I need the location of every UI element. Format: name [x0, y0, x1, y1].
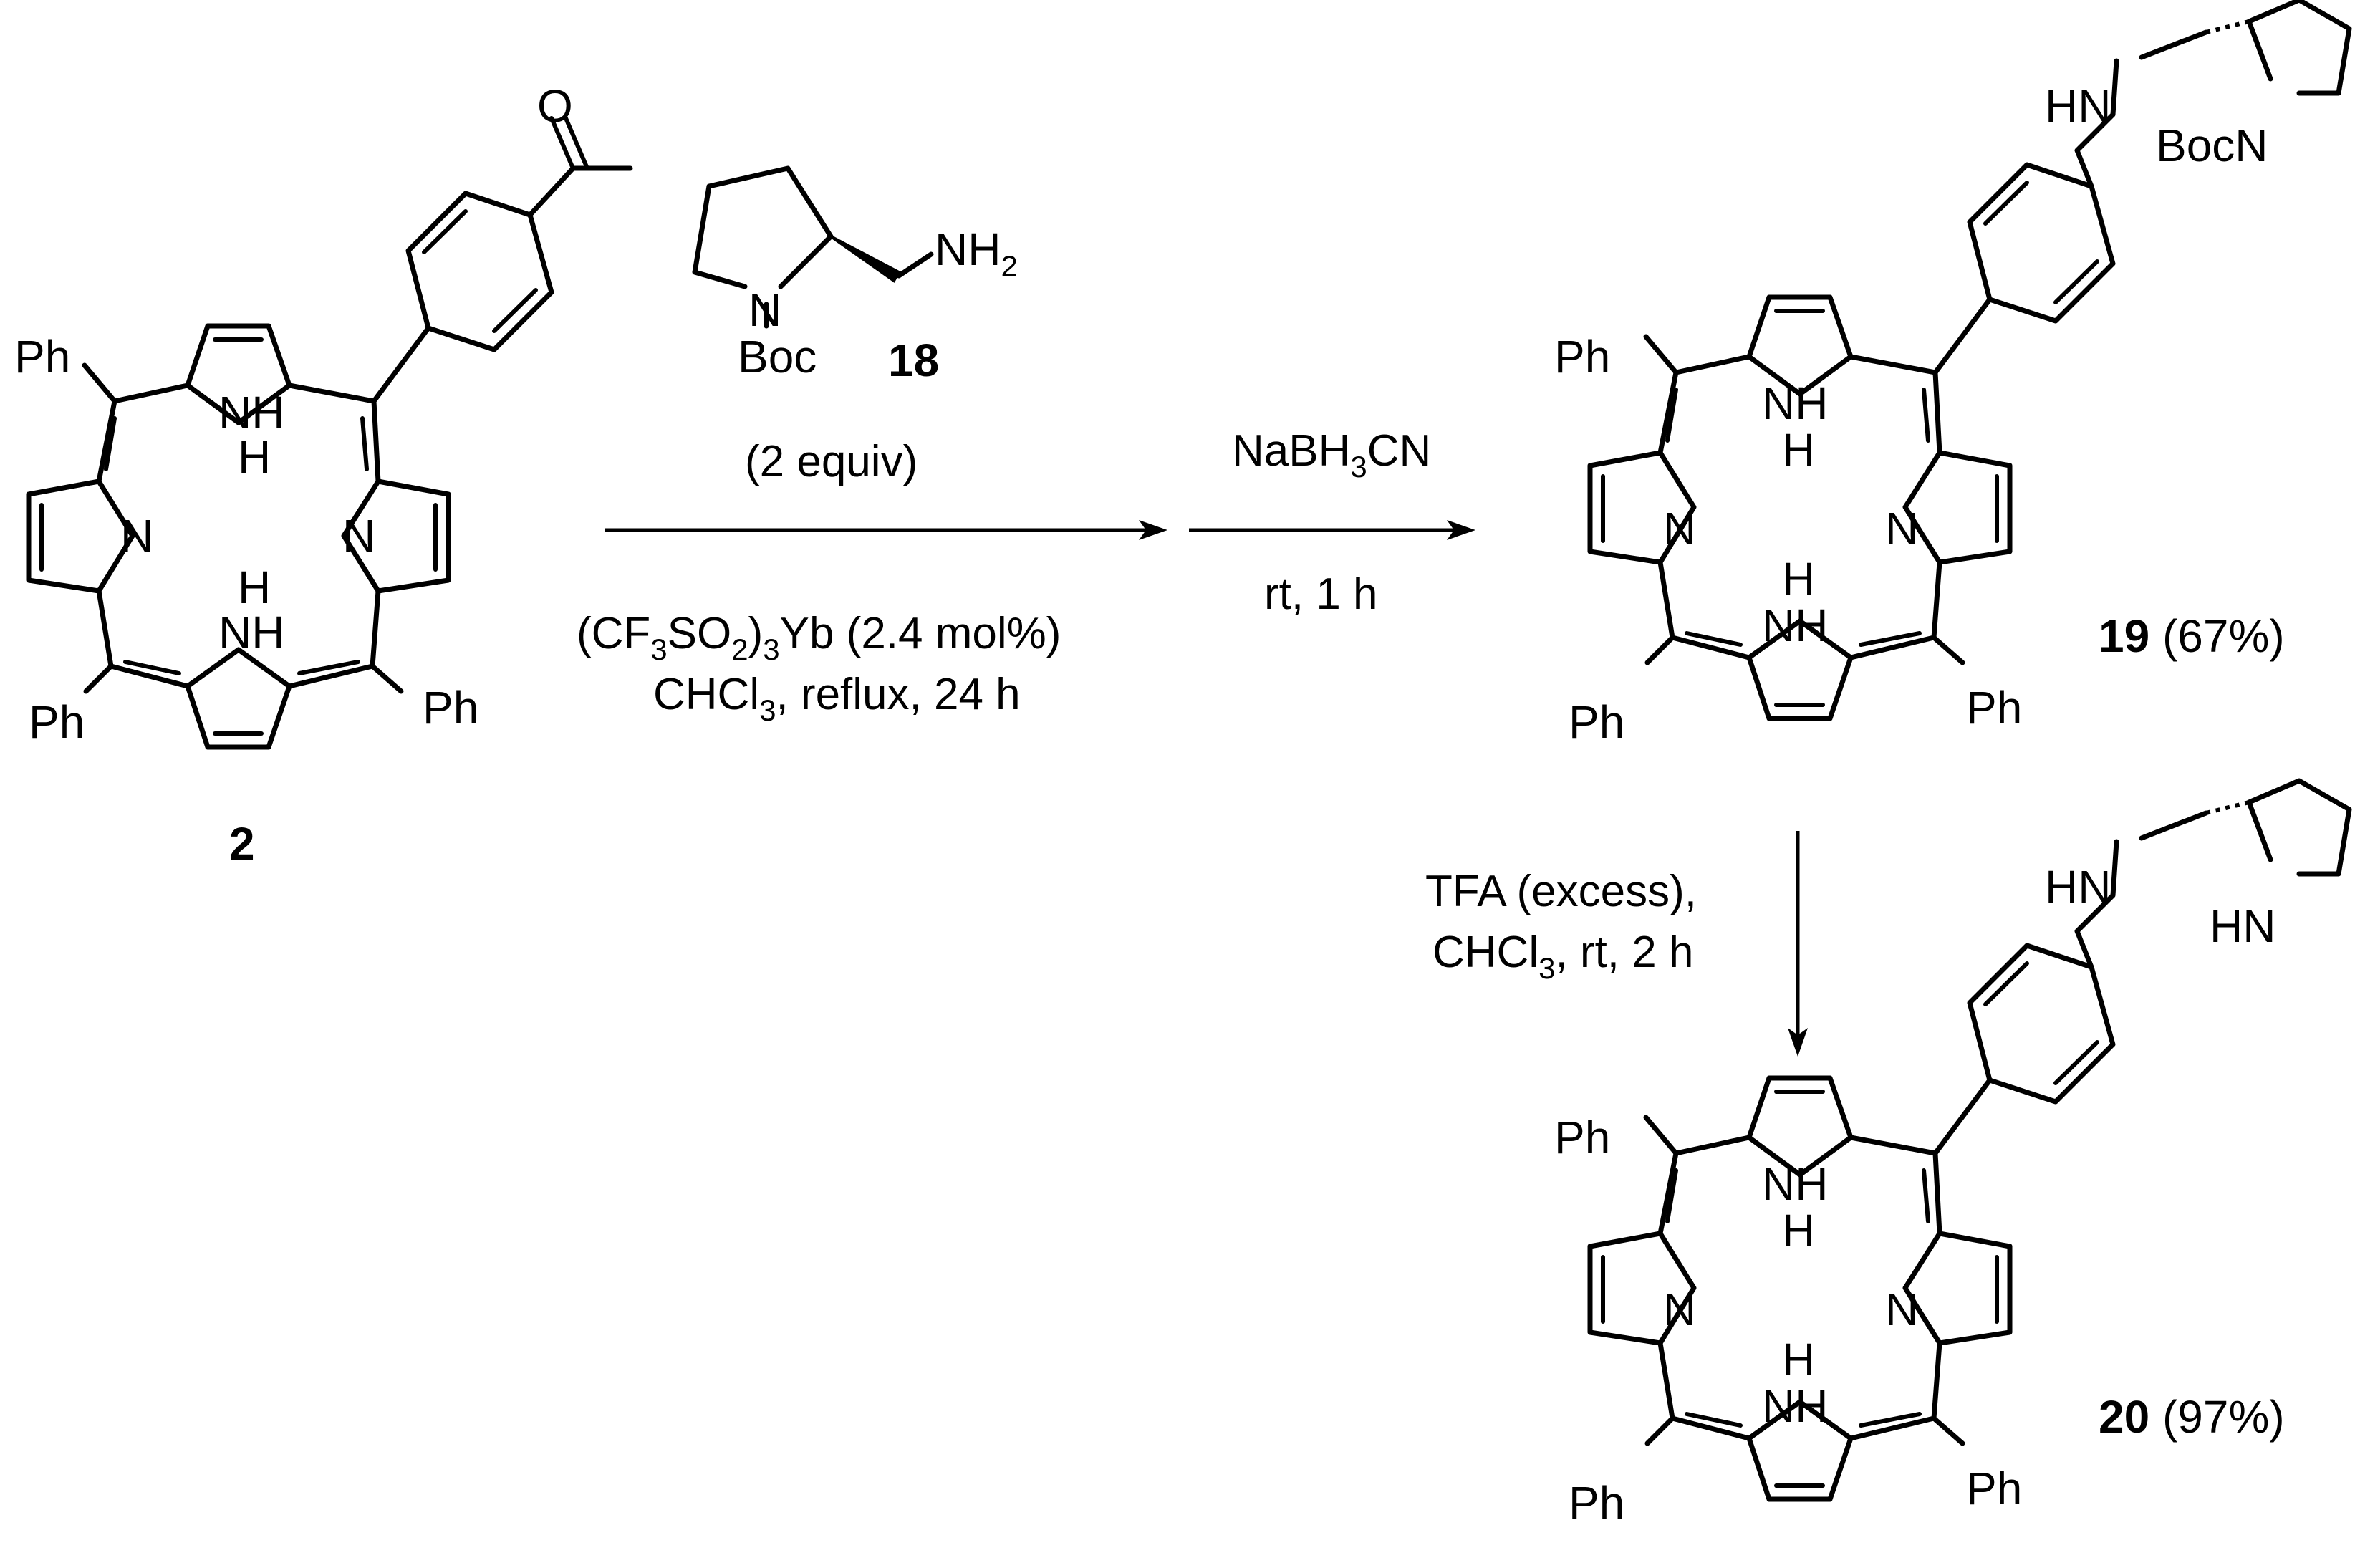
arrow-step3 — [1788, 831, 1808, 1057]
compound-19-ph-bottom-right: Ph — [1966, 682, 2022, 734]
step1-conditions-line1: (CF3SO2)3Yb (2.4 mol%) — [577, 609, 1061, 666]
compound-20-ph-top-left: Ph — [1554, 1112, 1610, 1163]
compound-19-caption: 19 (67%) — [2099, 610, 2285, 662]
compound-2-ph-top-left: Ph — [14, 331, 70, 383]
compound-2-nh-top: NH — [218, 387, 284, 438]
arrow-step2 — [1189, 520, 1475, 540]
compound-20-caption: 20 (97%) — [2099, 1391, 2285, 1443]
compound-2-label: 2 — [229, 818, 255, 870]
compound-19-nh-bottom: NH — [1762, 600, 1828, 651]
compound-20-hn-ring-label: HN — [2210, 900, 2275, 952]
compound-19-structure — [1587, 0, 2352, 721]
compound-19-nh-top: NH — [1762, 377, 1828, 429]
compound-2-h-top: H — [238, 431, 271, 483]
compound-18-amine-label: NH2 — [935, 223, 1018, 283]
step2-reagent: NaBH3CN — [1232, 426, 1431, 484]
compound-2-n-left: N — [120, 510, 153, 562]
compound-19-h-top: H — [1782, 424, 1815, 476]
arrow-step1 — [605, 520, 1167, 540]
compound-18-structure — [692, 165, 934, 329]
compound-2-n-right: N — [342, 510, 375, 562]
step3-conditions-line1: TFA (excess), — [1425, 867, 1697, 916]
compound-19-ph-bottom-left: Ph — [1569, 696, 1624, 748]
step1-conditions-line2: CHCl3, reflux, 24 h — [653, 670, 1021, 727]
compound-20-h-bottom: H — [1782, 1334, 1815, 1385]
compound-18-n-label: N — [748, 284, 781, 336]
compound-20-hn-chain-label: HN — [2045, 861, 2111, 913]
compound-20-nh-top: NH — [1762, 1158, 1828, 1210]
compound-2-nh-bottom: NH — [218, 607, 284, 658]
compound-2-ph-bottom-left: Ph — [29, 696, 85, 748]
compound-18-label: 18 — [888, 335, 939, 386]
compound-18-equiv: (2 equiv) — [745, 437, 918, 486]
compound-2-ph-bottom-right: Ph — [423, 682, 478, 734]
compound-19-n-right: N — [1885, 503, 1918, 554]
compound-19-n-left: N — [1663, 503, 1696, 554]
compound-20-nh-bottom: NH — [1762, 1380, 1828, 1432]
compound-20-h-top: H — [1782, 1205, 1815, 1256]
compound-20-ph-bottom-right: Ph — [1966, 1463, 2022, 1514]
compound-18-boc-label: Boc — [738, 331, 817, 383]
compound-19-bocn-label: BocN — [2156, 120, 2268, 171]
compound-2-h-bottom: H — [238, 562, 271, 613]
step3-conditions-line2: CHCl3, rt, 2 h — [1432, 928, 1693, 985]
compound-2-o-label: O — [537, 80, 573, 132]
compound-19-h-bottom: H — [1782, 553, 1815, 605]
compound-20-structure — [1587, 778, 2352, 1502]
compound-20-n-left: N — [1663, 1284, 1696, 1335]
compound-19-ph-top-left: Ph — [1554, 331, 1610, 383]
step2-conditions: rt, 1 h — [1264, 569, 1378, 619]
compound-2-structure — [26, 116, 633, 750]
compound-19-hn-label: HN — [2045, 80, 2111, 132]
compound-20-n-right: N — [1885, 1284, 1918, 1335]
compound-20-ph-bottom-left: Ph — [1569, 1477, 1624, 1529]
